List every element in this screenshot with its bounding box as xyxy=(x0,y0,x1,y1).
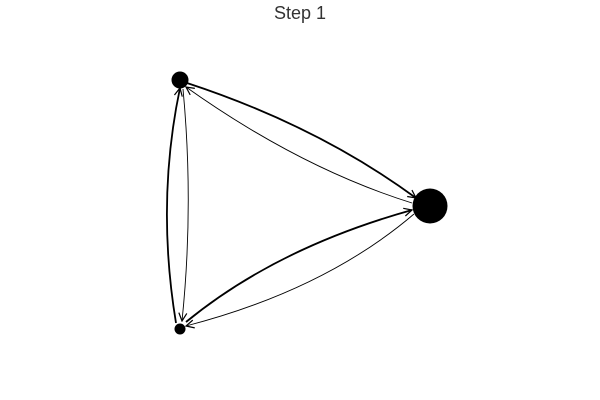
node-bottom xyxy=(174,323,186,335)
diagram-title: Step 1 xyxy=(273,3,327,23)
edge-right-to-bottom xyxy=(186,213,415,326)
edge-bottom-to-top xyxy=(166,88,180,324)
edge-right-to-top xyxy=(186,87,413,204)
node-top xyxy=(171,71,189,89)
node-right xyxy=(412,188,448,224)
edge-top-to-bottom xyxy=(182,88,189,321)
edge-bottom-to-right xyxy=(185,210,412,323)
edge-top-to-right xyxy=(186,82,416,198)
